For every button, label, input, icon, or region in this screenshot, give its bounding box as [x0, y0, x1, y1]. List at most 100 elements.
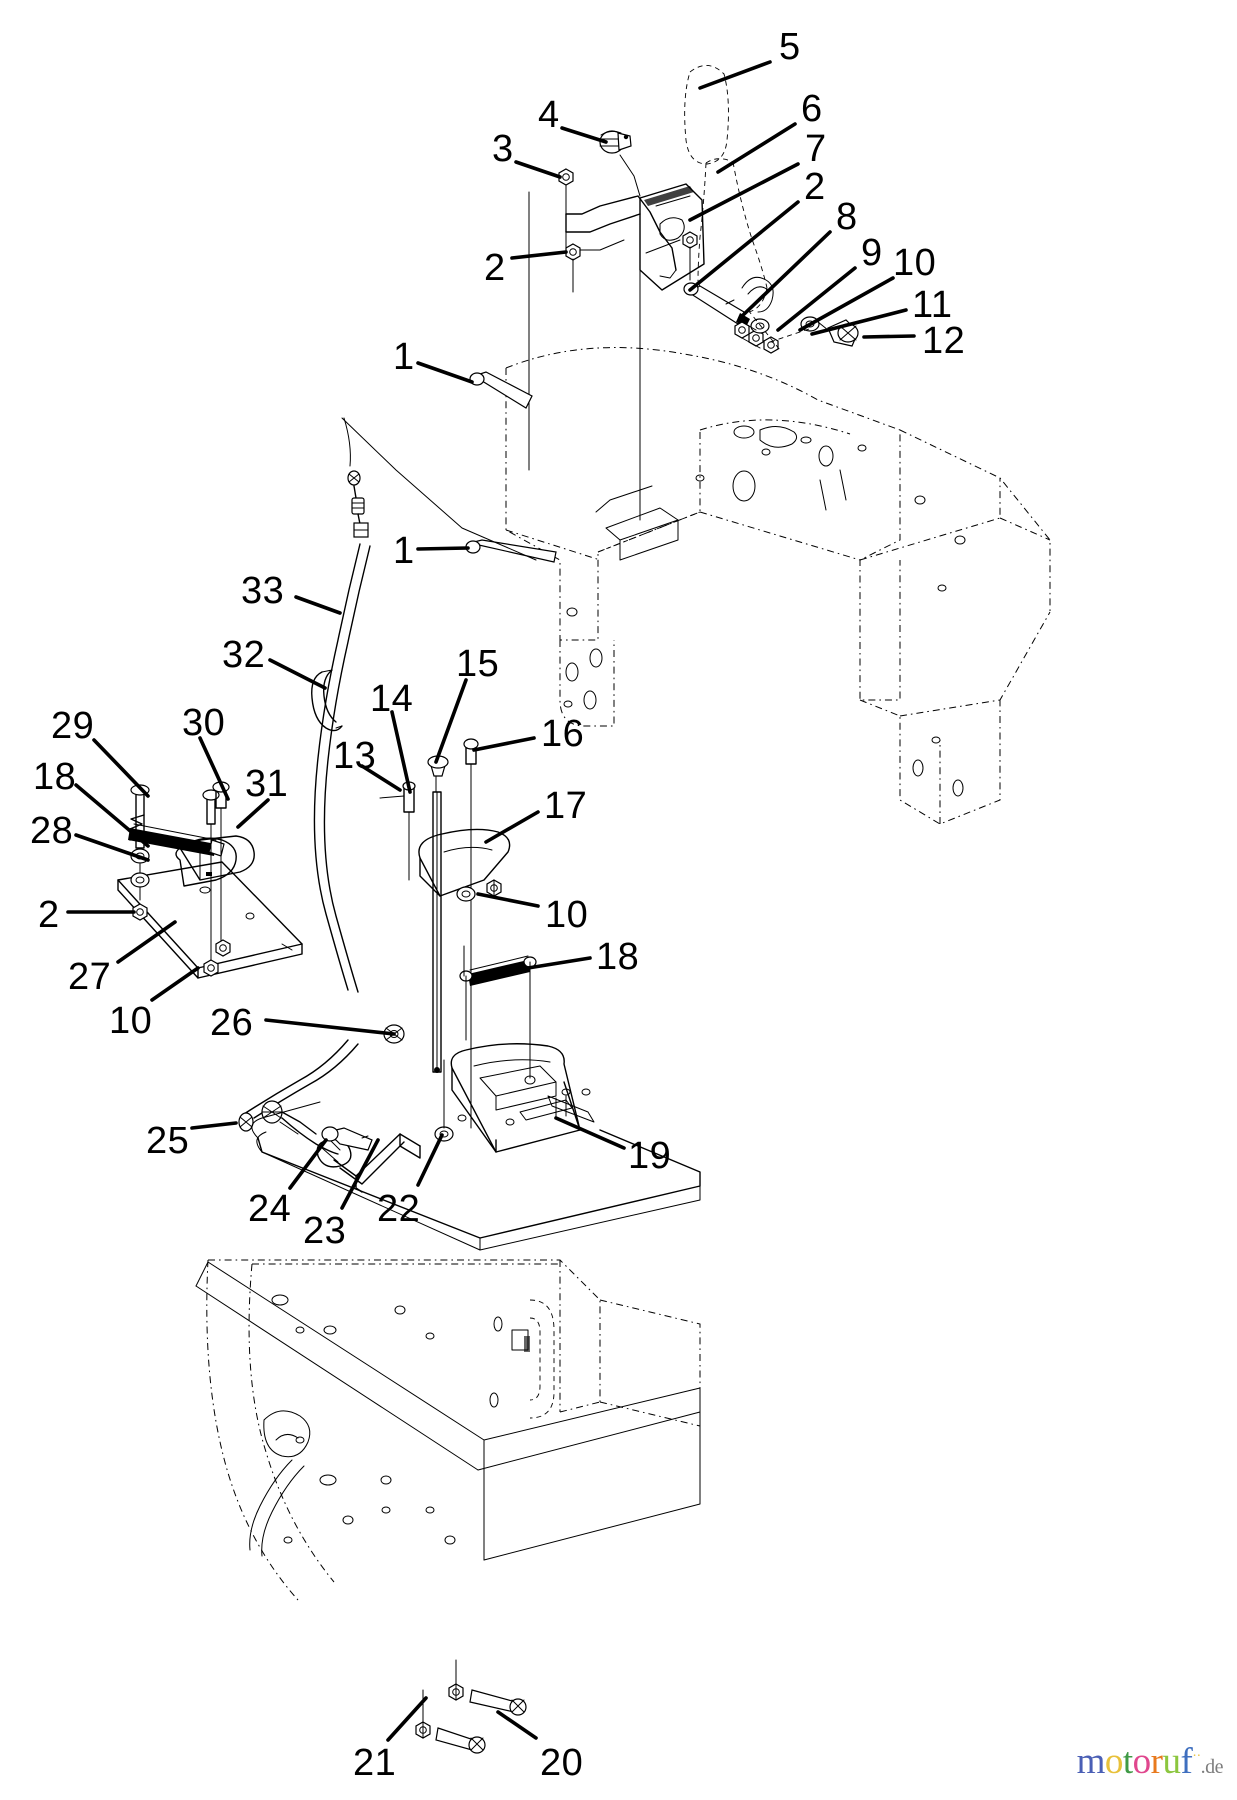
chassis-phantom-group [505, 347, 1051, 825]
callout-31: 31 [245, 763, 289, 805]
callout-11: 11 [912, 284, 953, 326]
callout-10: 10 [893, 242, 937, 284]
bolt-lower [415, 1721, 486, 1754]
callout-10: 10 [545, 894, 589, 936]
leader-line-19 [554, 1116, 626, 1150]
callout-1: 1 [393, 336, 415, 378]
leader-line-7 [688, 162, 800, 222]
watermark-letter: f [1180, 1741, 1193, 1782]
callout-6: 6 [801, 88, 823, 130]
bolt-20-21-group [415, 1659, 527, 1754]
callout-25: 25 [146, 1120, 190, 1162]
leader-line-10 [798, 276, 895, 332]
leader-line-2 [688, 200, 800, 292]
leader-line-14 [390, 710, 412, 794]
center-linkage-group [379, 738, 537, 1129]
watermark-suffix: .de [1200, 1756, 1224, 1778]
bolt-1-group [465, 371, 557, 563]
callout-15: 15 [456, 643, 500, 685]
callout-17: 17 [544, 785, 588, 827]
callout-33: 33 [241, 570, 285, 612]
callout-29: 29 [51, 705, 95, 747]
leader-line-12 [862, 334, 916, 339]
watermark-letter: o [1132, 1741, 1152, 1782]
hardware-cluster-group [683, 282, 859, 354]
leader-line-29 [92, 738, 150, 798]
left-plate-group [117, 781, 303, 979]
leader-line-24 [288, 1138, 328, 1190]
leader-line-10 [150, 966, 200, 1002]
watermark-letter: t [1122, 1741, 1133, 1782]
leader-line-17 [484, 810, 540, 844]
callout-7: 7 [805, 128, 827, 170]
leader-line-6 [716, 122, 797, 174]
callout-19: 19 [628, 1135, 672, 1177]
leader-line-18 [74, 783, 150, 848]
callout-16: 16 [541, 713, 585, 755]
leader-line-20 [496, 1710, 538, 1740]
leader-line-30 [198, 736, 230, 801]
leader-line-1 [416, 361, 474, 384]
watermark-letter: m [1076, 1741, 1106, 1782]
cable-group [238, 417, 537, 1155]
callout-3: 3 [492, 128, 514, 170]
leader-line-31 [236, 798, 270, 829]
leader-line-33 [294, 595, 342, 615]
leader-line-18 [526, 956, 592, 970]
callout-26: 26 [210, 1002, 254, 1044]
leader-line-4 [560, 126, 608, 144]
leader-line-25 [190, 1121, 238, 1130]
callout-2: 2 [484, 247, 506, 289]
callout-2: 2 [38, 894, 60, 936]
callout-32: 32 [222, 634, 266, 676]
leader-line-23 [340, 1138, 380, 1210]
leader-line-11 [810, 308, 908, 336]
leader-line-26 [264, 1018, 396, 1036]
leader-line-5 [698, 60, 772, 90]
callout-27: 27 [68, 956, 112, 998]
leader-line-3 [514, 160, 562, 179]
callout-23: 23 [303, 1210, 347, 1252]
leader-line-2 [510, 250, 568, 260]
leader-line-27 [116, 920, 177, 964]
callout-9: 9 [861, 232, 883, 274]
leader-line-9 [776, 266, 857, 332]
bolt-upper [448, 1683, 527, 1716]
callout-8: 8 [836, 196, 858, 238]
callout-24: 24 [248, 1188, 292, 1230]
leader-line-32 [268, 658, 327, 690]
callout-2: 2 [804, 166, 826, 208]
shift-lever-group [684, 65, 774, 313]
leader-line-13 [360, 764, 402, 792]
callout-14: 14 [370, 678, 414, 720]
callout-22: 22 [377, 1188, 421, 1230]
watermark-letter: u [1162, 1741, 1181, 1782]
watermark-letter: r [1150, 1741, 1163, 1782]
leader-line-15 [434, 678, 468, 764]
callout-5: 5 [779, 26, 801, 68]
callout-10: 10 [109, 1000, 153, 1042]
callout-30: 30 [182, 702, 226, 744]
callout-12: 12 [922, 320, 966, 362]
leader-line-28 [74, 833, 150, 862]
callout-13: 13 [333, 735, 377, 777]
console-bracket-group [528, 130, 705, 521]
leader-line-1 [416, 546, 470, 551]
leader-line-21 [386, 1696, 428, 1742]
callout-18: 18 [596, 936, 640, 978]
callout-20: 20 [540, 1742, 584, 1784]
motoruf-watermark: motoruf··.de [1076, 1741, 1224, 1782]
watermark-accent-dot: ·· [1192, 1748, 1201, 1764]
watermark-letter: o [1104, 1741, 1124, 1782]
callout-leader-lines [66, 60, 916, 1742]
callout-28: 28 [30, 810, 74, 852]
leader-line-8 [738, 230, 832, 320]
callout-1: 1 [393, 530, 415, 572]
callout-4: 4 [538, 94, 560, 136]
callout-21: 21 [353, 1742, 397, 1784]
callout-18: 18 [33, 756, 77, 798]
leader-line-22 [416, 1133, 444, 1187]
leader-line-16 [472, 736, 536, 752]
